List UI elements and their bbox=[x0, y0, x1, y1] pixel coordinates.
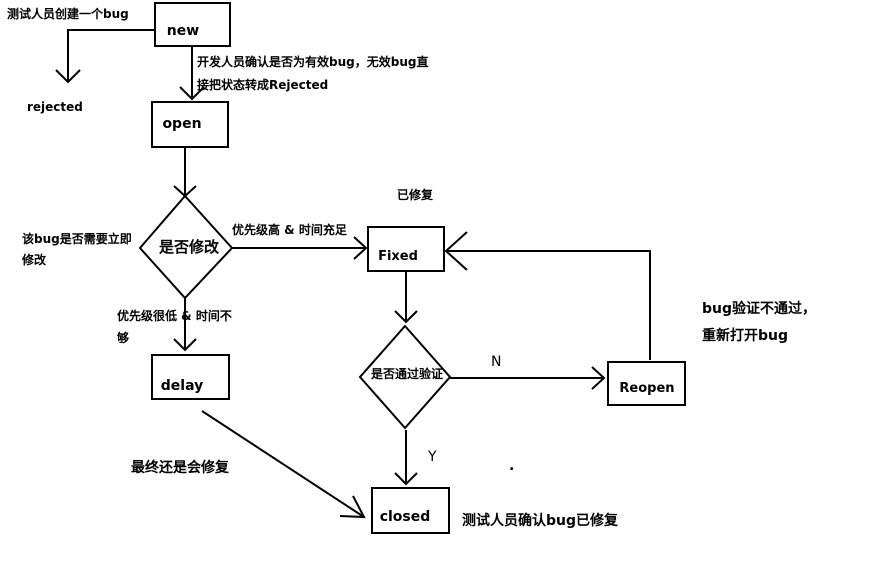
label-y: Y bbox=[427, 449, 437, 465]
node-open-box bbox=[151, 101, 229, 148]
node-reopen-box bbox=[607, 361, 686, 406]
arrowhead-reopen-fixed bbox=[444, 231, 468, 271]
node-delay-label: delay bbox=[161, 378, 203, 394]
label-need-fix-line1: 该bug是否需要立即 bbox=[22, 231, 132, 246]
arrowhead-verify bbox=[394, 310, 418, 324]
label-need-fix-line2: 修改 bbox=[21, 252, 47, 267]
label-verify-fail-line1: bug验证不通过， bbox=[702, 300, 816, 317]
arrowhead-fixed bbox=[353, 236, 368, 260]
arrowhead-delay-closed bbox=[339, 495, 366, 519]
edge-new-rejected bbox=[67, 29, 155, 82]
node-decision-verify-label: 是否通过验证 bbox=[370, 366, 443, 381]
node-delay-box bbox=[151, 354, 230, 400]
edge-reopen-fixed bbox=[446, 250, 651, 360]
node-decision-modify-label: 是否修改 bbox=[158, 238, 220, 256]
arrowhead-reopen bbox=[591, 366, 606, 390]
label-dev-confirm-line1: 开发人员确认是否为有效bug，无效bug直 bbox=[197, 54, 428, 69]
label-low-priority-line2: 够 bbox=[116, 330, 129, 345]
label-high-priority: 优先级高 & 时间充足 bbox=[232, 222, 347, 237]
label-tester-creates: 测试人员创建一个bug bbox=[7, 6, 129, 21]
label-dev-confirm-line2: 接把状态转成Rejected bbox=[197, 77, 328, 92]
node-reopen-label: Reopen bbox=[619, 381, 674, 396]
label-eventually-fixed: 最终还是会修复 bbox=[131, 459, 230, 476]
label-low-priority-line1: 优先级很低 & 时间不 bbox=[117, 308, 232, 323]
node-closed-label: closed bbox=[380, 509, 431, 525]
label-tester-confirms: 测试人员确认bug已修复 bbox=[462, 512, 619, 529]
arrowhead-closed bbox=[394, 472, 418, 486]
arrowhead-rejected bbox=[55, 69, 81, 84]
node-open-label: open bbox=[162, 116, 201, 132]
node-fixed-label: Fixed bbox=[378, 249, 418, 264]
edge-delay-closed bbox=[201, 410, 365, 518]
node-new-label: new bbox=[167, 23, 199, 39]
label-rejected: rejected bbox=[27, 100, 83, 114]
label-verify-fail-line2: 重新打开bug bbox=[702, 327, 788, 344]
label-dot: . bbox=[509, 458, 514, 474]
label-fixed-caption: 已修复 bbox=[397, 187, 434, 202]
label-n: N bbox=[491, 354, 501, 370]
node-decision-verify-shape bbox=[358, 324, 452, 430]
arrowhead-delay bbox=[173, 338, 197, 352]
arrowhead-open bbox=[179, 86, 205, 101]
node-closed-box bbox=[371, 487, 450, 534]
